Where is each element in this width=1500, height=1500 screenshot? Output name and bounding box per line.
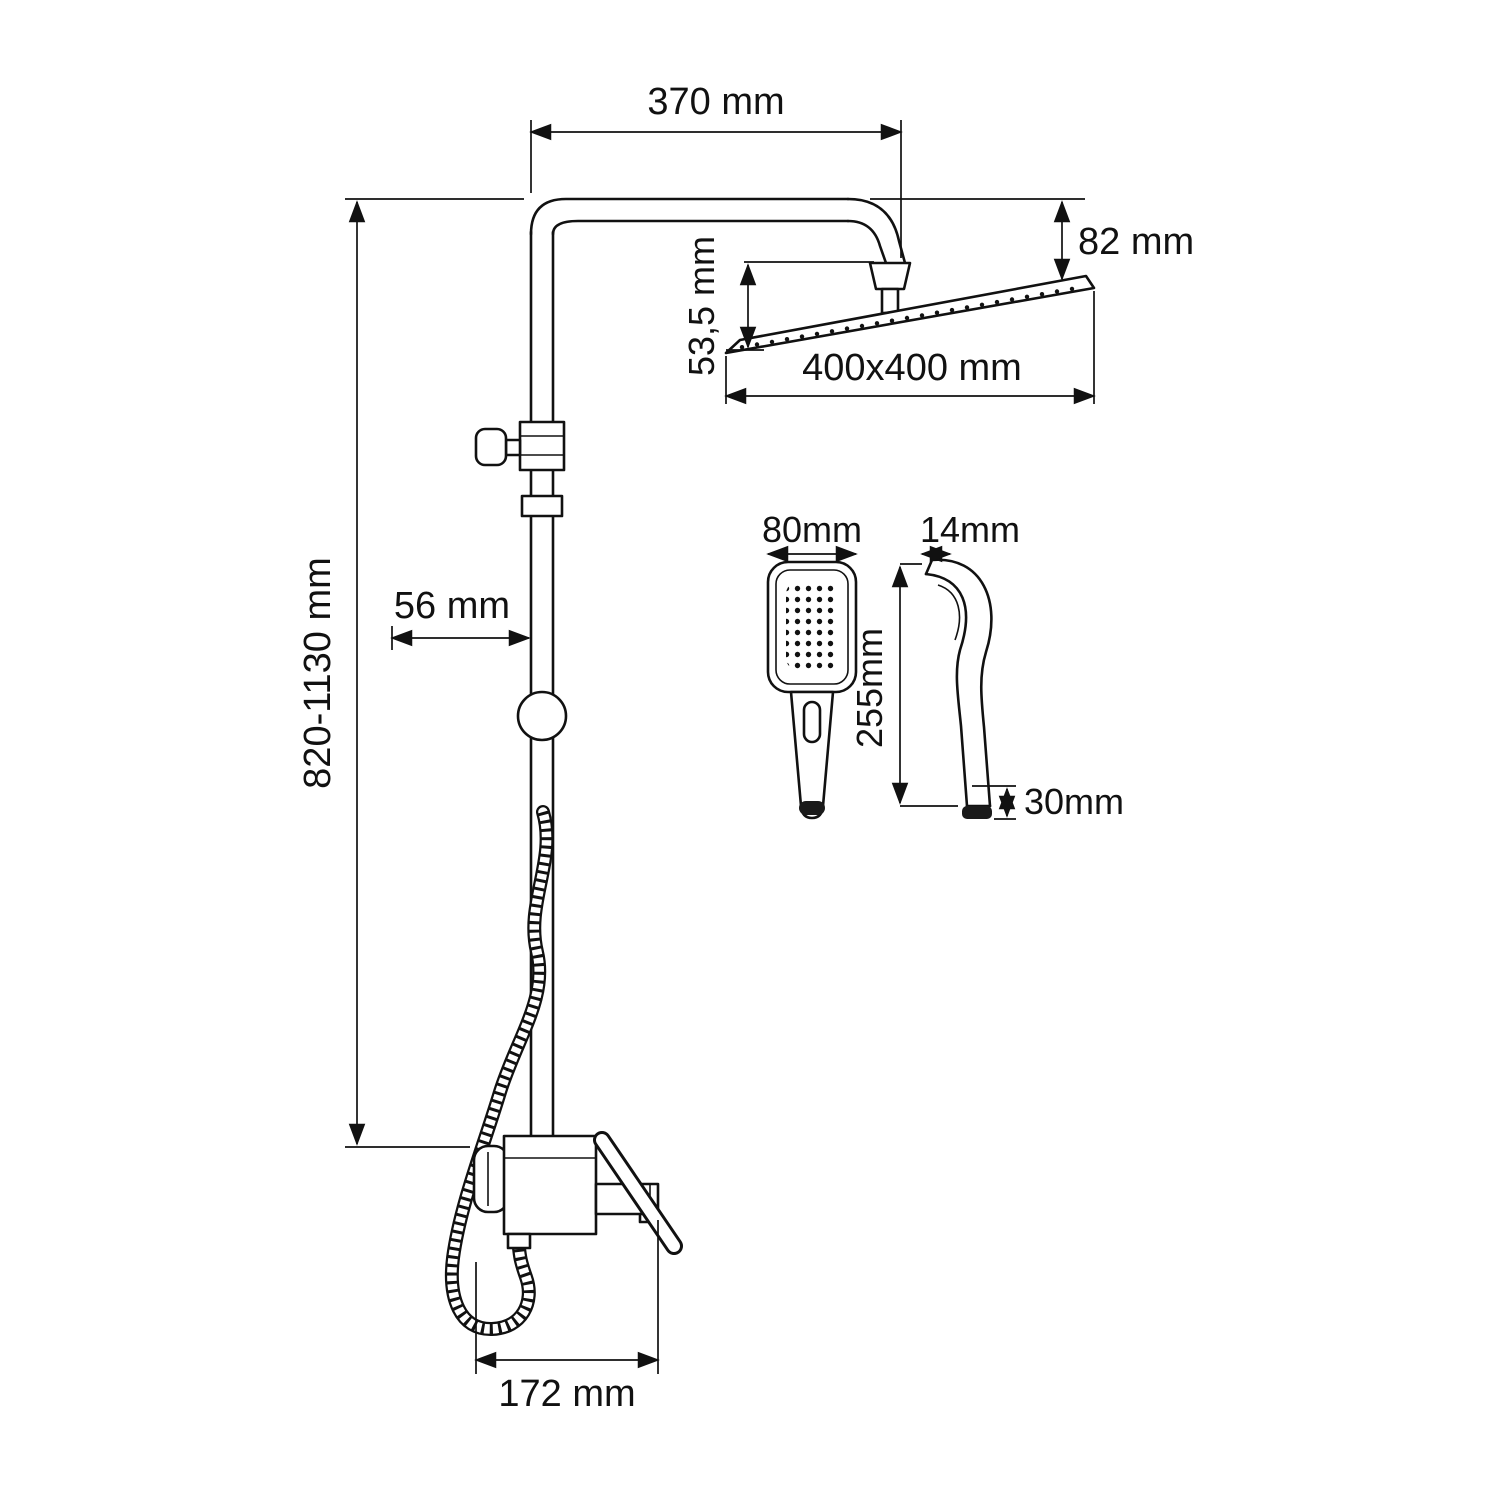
shower-hose: [444, 805, 554, 1336]
dimension-head-offset: 82 mm: [870, 198, 1194, 281]
mixer-body: [502, 1134, 598, 1236]
dimension-hand-depth: 14mm: [920, 509, 1020, 563]
slider-holder: [516, 690, 568, 742]
dimension-label-hand-length: 255mm: [849, 628, 890, 748]
dimension-hand-width: 80mm: [762, 509, 862, 563]
dimension-label-hand-depth: 14mm: [920, 509, 1020, 550]
dimension-column-height: 820-1130 mm: [297, 198, 524, 1148]
mixer: [472, 1131, 683, 1255]
dimension-label-head-size: 400x400 mm: [802, 347, 1022, 389]
mode-button: [802, 700, 822, 744]
dimension-hand-length: 255mm: [849, 563, 958, 807]
hand-shower-front-view: [766, 560, 858, 820]
dimensions: 370 mm 82 mm 53,5 mm 400x400 mm 820: [297, 81, 1194, 1415]
arm-connector-nut: [868, 261, 912, 315]
dimension-label-hand-inlet: 30mm: [1024, 781, 1124, 822]
main-view: [444, 197, 1096, 1336]
dimension-label-spout-reach: 172 mm: [498, 1373, 635, 1415]
dimension-label-head-tilt: 53,5 mm: [681, 236, 722, 376]
dimension-label-hand-width: 80mm: [762, 509, 862, 550]
dimension-spout-reach: 172 mm: [474, 1220, 660, 1415]
dimension-bracket-offset: 56 mm: [390, 585, 531, 650]
side-inlet-band: [962, 806, 992, 819]
spray-nozzle-grid: [786, 582, 838, 670]
rain-shower-head: [724, 274, 1096, 355]
riser-pipe: [529, 197, 850, 1138]
dimension-label-column-height: 820-1130 mm: [297, 557, 339, 789]
handle-inlet-band: [799, 801, 825, 815]
dimension-hand-inlet: 30mm: [972, 781, 1124, 822]
dimension-label-bracket-offset: 56 mm: [394, 585, 510, 627]
hand-shower-side-view: [924, 558, 993, 819]
dimension-head-tilt: 53,5 mm: [681, 236, 874, 376]
hose-nut: [506, 1232, 532, 1250]
dimension-arm-length: 370 mm: [529, 81, 903, 258]
diverter: [474, 420, 566, 472]
shower-arm: [846, 197, 907, 265]
dimension-label-arm-length: 370 mm: [647, 81, 784, 123]
mixer-lever: [593, 1131, 683, 1255]
pipe-union: [520, 494, 564, 518]
dimension-label-head-offset: 82 mm: [1078, 221, 1194, 263]
dimension-head-size: 400x400 mm: [724, 291, 1096, 405]
